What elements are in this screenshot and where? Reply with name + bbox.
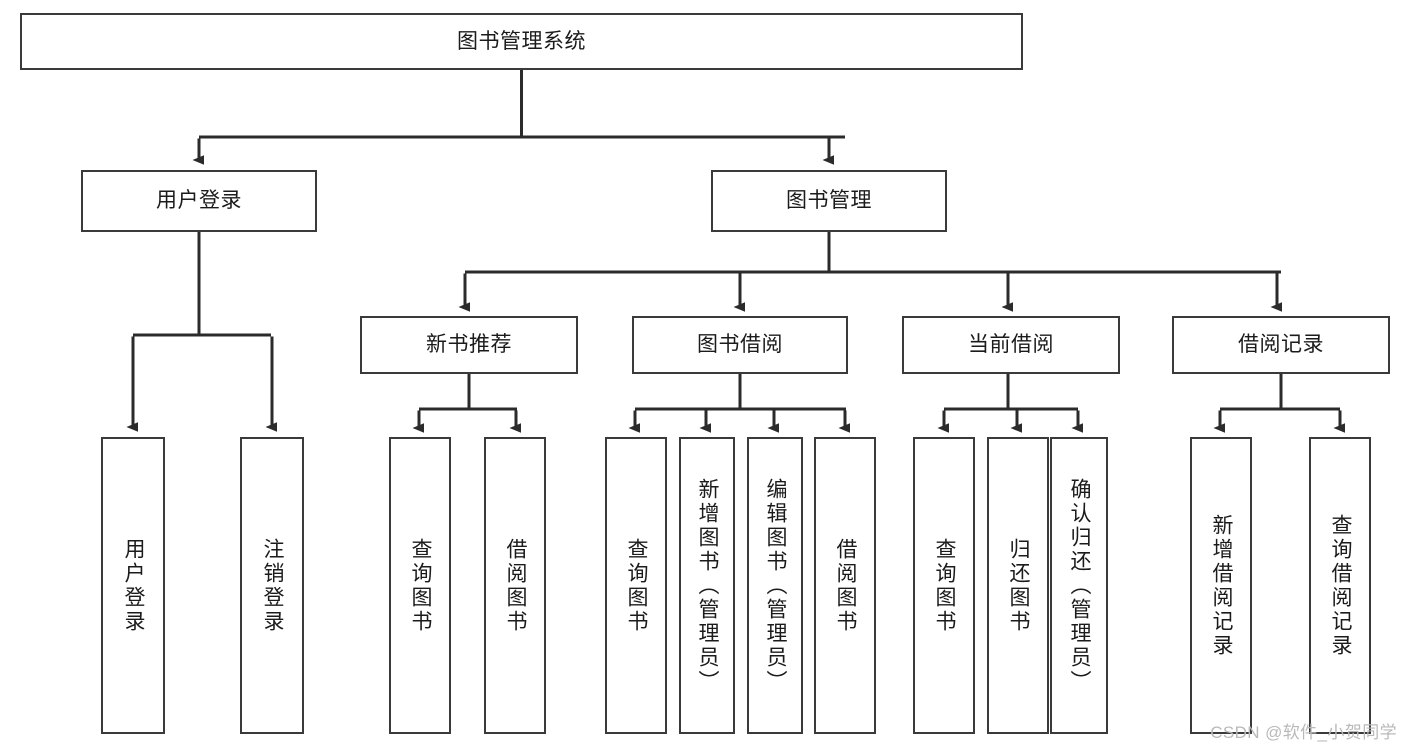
node-book-borrow-label: 图书借阅	[697, 333, 783, 357]
node-leaf-query-book-3-label: 查询图书	[933, 537, 957, 634]
node-root[interactable]: 图书管理系统	[20, 13, 1023, 70]
node-leaf-query-book-1-label: 查询图书	[409, 537, 433, 634]
node-leaf-borrow-book-1-label: 借阅图书	[504, 537, 528, 634]
node-leaf-add-record-label: 新增借阅记录	[1210, 513, 1234, 658]
node-leaf-borrow-book-2[interactable]: 借阅图书	[814, 437, 876, 734]
node-leaf-add-book[interactable]: 新增图书（管理员）	[679, 437, 735, 734]
node-leaf-query-book-2-label: 查询图书	[625, 537, 649, 634]
node-leaf-add-record[interactable]: 新增借阅记录	[1190, 437, 1252, 734]
node-leaf-user-logout[interactable]: 注销登录	[240, 437, 304, 734]
node-borrow-record-label: 借阅记录	[1238, 333, 1324, 357]
node-current-borrow[interactable]: 当前借阅	[902, 316, 1120, 374]
node-leaf-edit-book[interactable]: 编辑图书（管理员）	[747, 437, 803, 734]
node-new-book-recommend-label: 新书推荐	[426, 333, 512, 357]
node-leaf-confirm-return-label: 确认归还（管理员）	[1068, 477, 1092, 694]
node-leaf-add-book-label: 新增图书（管理员）	[696, 477, 720, 694]
node-leaf-return-book[interactable]: 归还图书	[987, 437, 1049, 734]
node-leaf-user-logout-label: 注销登录	[261, 537, 285, 634]
node-user-login-label: 用户登录	[156, 189, 242, 213]
node-new-book-recommend[interactable]: 新书推荐	[360, 316, 578, 374]
node-leaf-borrow-book-1[interactable]: 借阅图书	[484, 437, 546, 734]
node-leaf-user-login-label: 用户登录	[122, 537, 146, 634]
node-book-borrow[interactable]: 图书借阅	[632, 316, 848, 374]
node-leaf-query-book-2[interactable]: 查询图书	[605, 437, 667, 734]
node-leaf-query-record[interactable]: 查询借阅记录	[1309, 437, 1371, 734]
node-leaf-edit-book-label: 编辑图书（管理员）	[764, 477, 788, 694]
node-book-manage-label: 图书管理	[786, 189, 872, 213]
csdn-watermark: CSDN @软件_小贺同学	[1210, 723, 1397, 742]
node-book-manage[interactable]: 图书管理	[711, 170, 947, 232]
node-leaf-borrow-book-2-label: 借阅图书	[834, 537, 858, 634]
node-leaf-confirm-return[interactable]: 确认归还（管理员）	[1050, 437, 1108, 734]
node-root-label: 图书管理系统	[457, 29, 586, 53]
node-leaf-query-record-label: 查询借阅记录	[1329, 513, 1353, 658]
node-leaf-return-book-label: 归还图书	[1007, 537, 1031, 634]
node-current-borrow-label: 当前借阅	[968, 333, 1054, 357]
node-borrow-record[interactable]: 借阅记录	[1172, 316, 1390, 374]
node-leaf-query-book-1[interactable]: 查询图书	[389, 437, 451, 734]
node-user-login[interactable]: 用户登录	[81, 170, 317, 232]
node-leaf-user-login[interactable]: 用户登录	[101, 437, 165, 734]
node-leaf-query-book-3[interactable]: 查询图书	[913, 437, 975, 734]
